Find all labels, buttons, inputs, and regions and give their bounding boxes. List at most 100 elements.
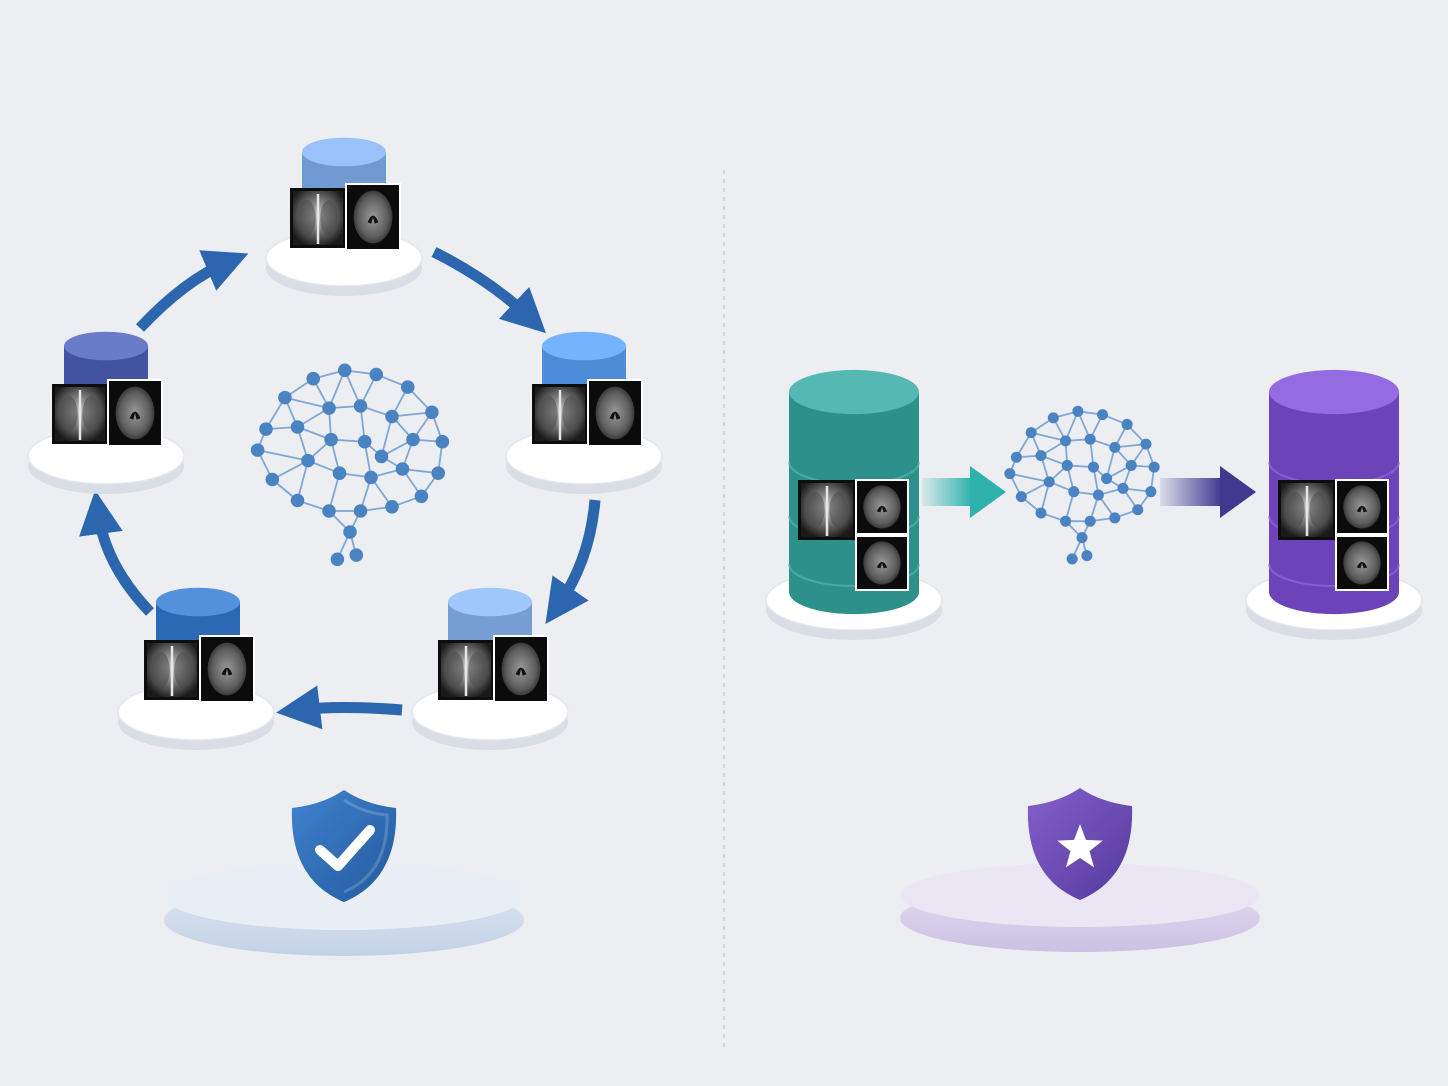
brain-ventricles [129, 411, 141, 420]
brain-edge [296, 460, 309, 501]
brain-node [278, 390, 292, 405]
shield-check-icon [291, 790, 397, 902]
brain-node [290, 420, 305, 434]
brain-node [414, 489, 429, 504]
brain-node [1076, 532, 1088, 544]
brain-node [1101, 473, 1113, 485]
database-cylinder-top [1269, 369, 1399, 415]
brain-node [290, 493, 305, 508]
brain-ventricles [876, 505, 888, 513]
brain-node [1109, 441, 1121, 453]
federated-node-left [27, 331, 185, 494]
brain-node [265, 472, 280, 487]
database-cylinder-top [789, 369, 919, 415]
privacy-shield-group-left [164, 790, 524, 956]
brain-edge [1009, 472, 1050, 483]
database-cylinder-top [448, 587, 532, 617]
right-lung [562, 396, 581, 432]
brain-edge [328, 369, 346, 409]
right-lung [829, 492, 848, 528]
brain-node [349, 548, 364, 562]
database-band [788, 563, 920, 587]
source-database [765, 369, 943, 640]
brain-node [1010, 451, 1022, 463]
brain-node [357, 434, 372, 449]
left-lung [297, 200, 316, 236]
brain-node [369, 367, 384, 382]
left-lung [151, 652, 170, 688]
federated-node-bottom-right [411, 587, 569, 750]
left-lung [445, 652, 464, 688]
federated-nodes [27, 137, 663, 750]
brain-node [1061, 459, 1073, 471]
brain-edge [380, 416, 393, 457]
pipeline-arrow-purple [1160, 466, 1256, 518]
brain-node [330, 552, 345, 567]
database-cylinder-top [302, 137, 386, 167]
brain-node [1025, 427, 1037, 439]
brain-node [364, 470, 378, 485]
database-band [1268, 563, 1400, 587]
brain-ventricles [221, 667, 233, 676]
left-lung [59, 396, 78, 432]
brain-node [385, 500, 399, 514]
brain-node [1035, 507, 1047, 519]
brain-node [1140, 438, 1152, 450]
federated-node-bottom-left [117, 587, 275, 750]
brain-node [1084, 433, 1096, 445]
brain-edge [257, 449, 309, 462]
brain-node [425, 405, 439, 420]
arrow-right-to-bottomright [545, 499, 601, 625]
brain-node [1015, 491, 1027, 503]
database-cylinder-top [542, 331, 626, 361]
brain-edge [1030, 431, 1066, 442]
brain-node [306, 371, 321, 386]
right-lung [320, 200, 339, 236]
brain-node [250, 443, 265, 457]
brain-node [1125, 459, 1137, 471]
star-icon [1057, 824, 1103, 868]
right-lung [468, 652, 487, 688]
shield-star-icon [1027, 788, 1133, 900]
brain-node [1148, 461, 1160, 473]
left-lung [1286, 492, 1305, 528]
brain-node [1084, 515, 1096, 527]
brain-node [374, 449, 389, 464]
brain-node [337, 363, 352, 378]
right-lung [82, 396, 101, 432]
pipeline-arrow-teal [922, 466, 1006, 518]
brain-node [353, 399, 368, 413]
right-lung [174, 652, 193, 688]
brain-edge [284, 396, 330, 409]
target-database [1245, 369, 1423, 640]
brain-node [1060, 515, 1072, 527]
brain-node [322, 504, 336, 518]
brain-node [1043, 476, 1055, 488]
brain-node [1004, 468, 1016, 480]
neural-network-brain-icon [250, 363, 450, 567]
brain-node [353, 504, 368, 518]
database-cylinder-top [64, 331, 148, 361]
brain-node [324, 432, 338, 447]
brain-node [1072, 405, 1084, 417]
brain-node [1081, 550, 1093, 562]
privacy-shield-group-right [900, 788, 1260, 952]
brain-node [1092, 489, 1104, 501]
brain-node [431, 466, 445, 480]
brain-node [1066, 553, 1078, 565]
left-lung [806, 492, 825, 528]
right-lung [1309, 492, 1328, 528]
brain-node [435, 434, 450, 449]
brain-node [1117, 482, 1129, 494]
brain-node [406, 432, 420, 447]
brain-node [1068, 486, 1080, 498]
brain-node [1132, 504, 1144, 516]
brain-node [385, 409, 399, 424]
left-lung [539, 396, 558, 432]
brain-ventricles [876, 561, 888, 569]
brain-ventricles [515, 667, 527, 676]
neural-network-brain-icon [1004, 405, 1160, 565]
brain-node [400, 380, 415, 394]
federated-cycle-arrows [79, 247, 601, 730]
brain-node [322, 401, 336, 415]
